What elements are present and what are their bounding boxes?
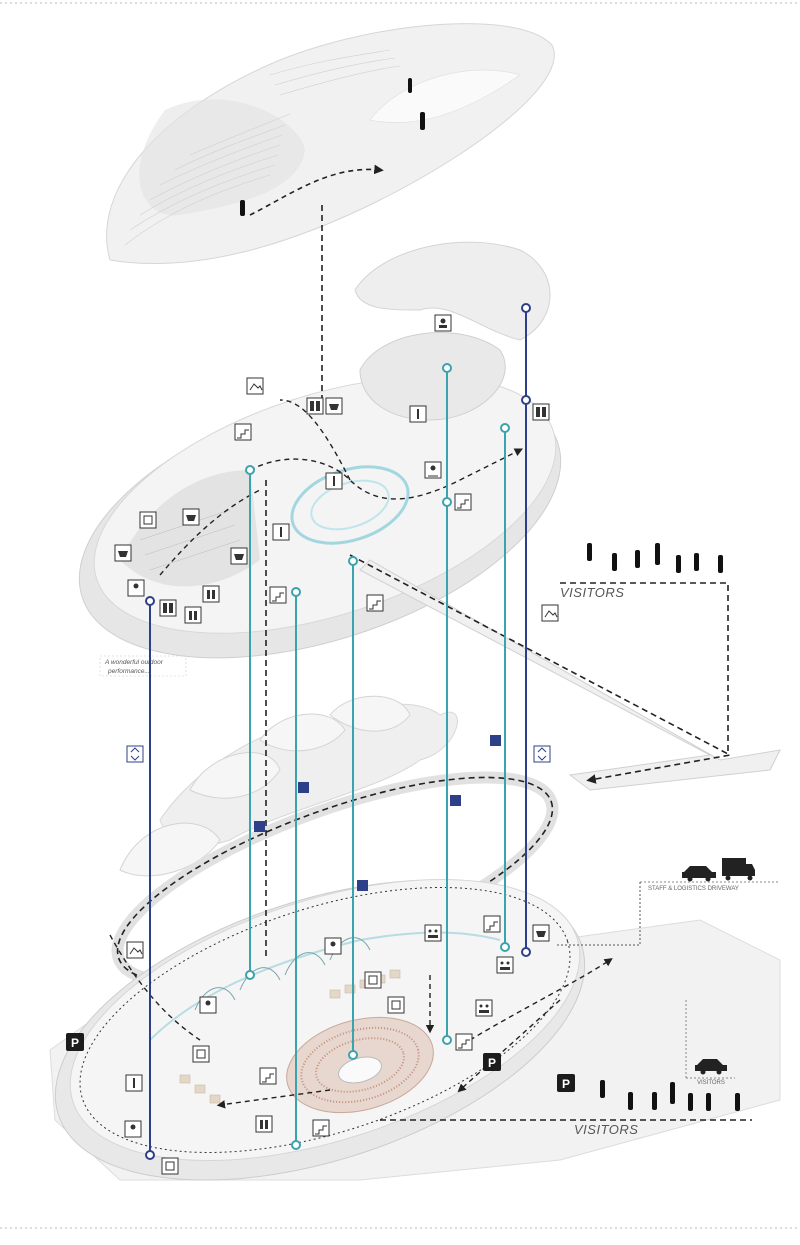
truck-icon xyxy=(722,858,755,881)
teal-elevator-lines xyxy=(245,363,510,1150)
cafe-icon xyxy=(192,1045,210,1063)
staff-logistics-group: STAFF & LOGISTICS DRIVEWAY xyxy=(555,858,780,946)
visitors-label-lower: VISITORS xyxy=(574,1122,638,1137)
elevator-icon xyxy=(533,745,551,763)
escalator-icon xyxy=(490,735,501,746)
visitors-car-label: VISITORS xyxy=(697,1080,725,1086)
exhibit-icon xyxy=(124,1120,142,1138)
exhibit-icon xyxy=(324,937,342,955)
mezzanine-icons xyxy=(126,735,551,891)
auditorium-icon xyxy=(496,956,514,974)
visitors-upper-group: VISITORS xyxy=(560,543,729,752)
cafe-icon xyxy=(364,971,382,989)
restroom-icon xyxy=(255,1115,273,1133)
elevator-icon xyxy=(306,397,324,415)
roof-deck xyxy=(106,23,555,265)
navy-service-lines xyxy=(145,303,531,1160)
upper-floor: A wonderful outdoor performance... xyxy=(78,241,781,791)
parking-badges: P P P xyxy=(66,1033,575,1092)
outdoor-note-line2: performance... xyxy=(107,668,150,675)
stairs-icon xyxy=(259,1067,277,1085)
parking-icon: P xyxy=(483,1053,501,1071)
stairs-icon xyxy=(366,594,384,612)
circulation-lines xyxy=(145,303,531,1160)
shop-icon xyxy=(532,924,550,942)
stairs-icon xyxy=(312,1119,330,1137)
elevator-icon xyxy=(532,403,550,421)
svg-text:P: P xyxy=(71,1036,79,1050)
stairs-icon xyxy=(234,423,252,441)
auditorium-icon xyxy=(424,924,442,942)
svg-text:P: P xyxy=(488,1056,496,1070)
cafe-icon xyxy=(387,996,405,1014)
escalator-icon xyxy=(450,795,461,806)
elevator-icon xyxy=(126,745,144,763)
info-icon xyxy=(272,523,290,541)
shop-icon xyxy=(325,397,343,415)
ramp-bridge xyxy=(359,559,781,791)
stairs-icon xyxy=(454,493,472,511)
performance-icon xyxy=(434,314,452,332)
parking-icon: P xyxy=(66,1033,84,1051)
info-icon xyxy=(409,405,427,423)
upper-floor-icons xyxy=(114,314,559,624)
restroom-icon xyxy=(202,585,220,603)
auditorium-icon xyxy=(475,999,493,1017)
svg-text:P: P xyxy=(562,1077,570,1091)
stairs-icon xyxy=(483,915,501,933)
exhibit-icon xyxy=(127,579,145,597)
visitors-label-upper: VISITORS xyxy=(560,585,624,600)
gallery-icon xyxy=(246,377,264,395)
outdoor-note-line1: A wonderful outdoor xyxy=(104,659,164,666)
escalator-icon xyxy=(298,782,309,793)
roof-people xyxy=(240,78,425,216)
shop-icon xyxy=(230,547,248,565)
cafe-icon xyxy=(161,1157,179,1175)
ground-floor-icons xyxy=(124,915,550,1175)
car-icon xyxy=(682,866,716,882)
info-icon xyxy=(125,1074,143,1092)
elevator-icon xyxy=(159,599,177,617)
exhibit-icon xyxy=(199,996,217,1014)
stairs-icon xyxy=(455,1033,473,1051)
shop-icon xyxy=(182,508,200,526)
ground-floor xyxy=(49,879,781,1181)
visitors-lower-group: VISITORS VISITORS xyxy=(560,1000,752,1137)
cafe-icon xyxy=(139,511,157,529)
gallery-icon xyxy=(541,604,559,622)
exhibit-icon xyxy=(424,461,442,479)
car-icon xyxy=(695,1059,727,1075)
gallery-icon xyxy=(126,941,144,959)
parking-icon: P xyxy=(557,1074,575,1092)
shop-icon xyxy=(114,544,132,562)
auditorium xyxy=(286,1016,434,1114)
info-icon xyxy=(325,472,343,490)
escalator-icon xyxy=(254,821,265,832)
stairs-icon xyxy=(269,586,287,604)
restroom-icon xyxy=(184,606,202,624)
staff-driveway-label: STAFF & LOGISTICS DRIVEWAY xyxy=(648,886,739,892)
escalator-icon xyxy=(357,880,368,891)
